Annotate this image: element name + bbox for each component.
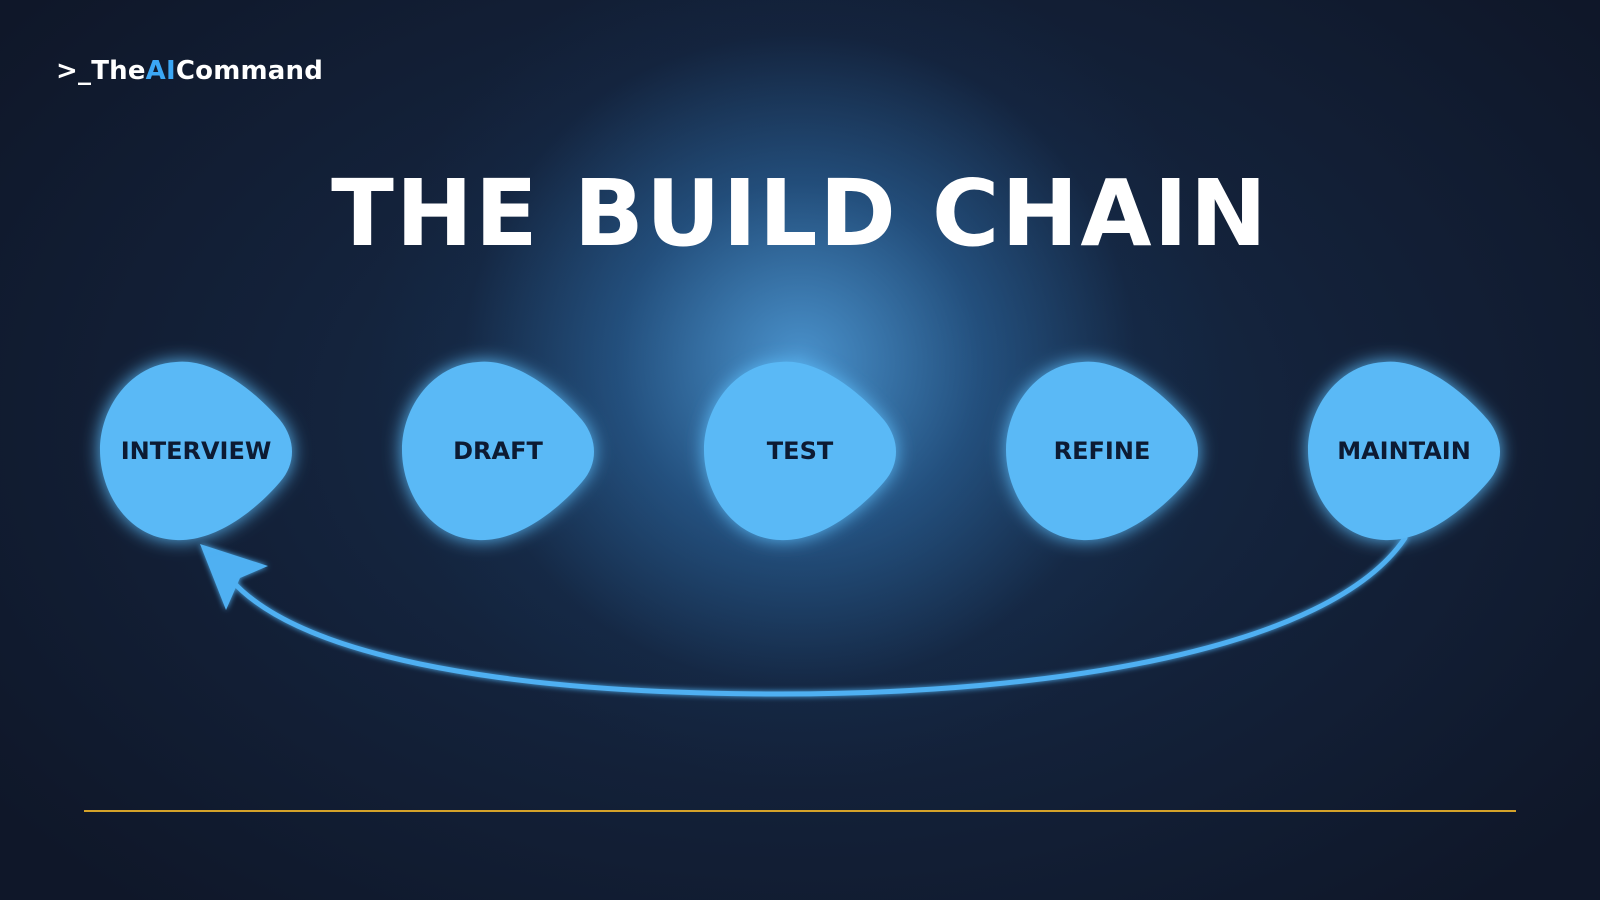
step-node-test: TEST [704,361,896,541]
step-node-maintain: MAINTAIN [1308,361,1500,541]
logo-prompt: >_ [56,56,92,86]
step-node-shape [100,361,292,541]
step-label: MAINTAIN [1337,437,1471,465]
step-label: REFINE [1054,437,1151,465]
step-label: TEST [767,437,834,465]
feedback-arrow-path [233,535,1408,697]
logo-command: Command [175,56,324,86]
step-node-interview: INTERVIEW [100,361,292,541]
divider-line [84,810,1516,812]
step-node-shape [1006,361,1198,541]
feedback-arrowhead-icon [200,544,268,610]
logo-ai: AI [145,56,176,86]
step-node-refine: REFINE [1006,361,1198,541]
step-label: DRAFT [453,437,543,465]
step-label: INTERVIEW [121,437,272,465]
step-nodes: INTERVIEW DRAFT TEST REFINE MAINTAIN [100,361,1500,541]
brand-logo: >_TheAICommand [56,56,323,86]
step-node-shape [704,361,896,541]
page-title: THE BUILD CHAIN [331,160,1269,267]
step-node-shape [1308,361,1500,541]
logo-the: The [91,56,146,86]
step-node-shape [402,361,594,541]
step-node-draft: DRAFT [402,361,594,541]
feedback-loop [200,535,1408,697]
